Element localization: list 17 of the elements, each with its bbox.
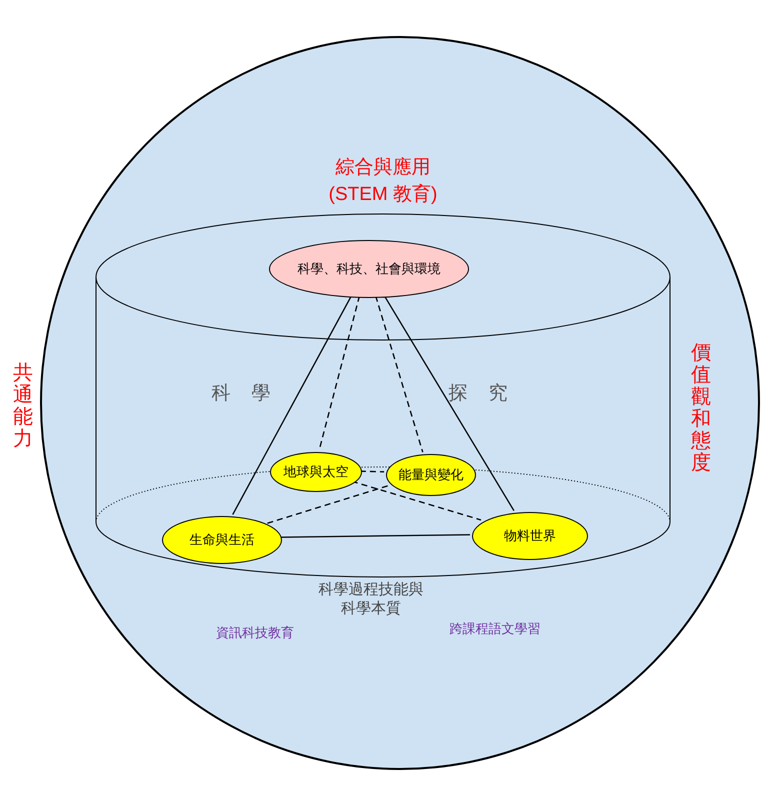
ellipse-node: 地球與太空 xyxy=(270,452,362,492)
bottom-label: 科學過程技能與科學本質 xyxy=(318,580,424,618)
ellipse-node: 物料世界 xyxy=(472,512,588,560)
connector-line xyxy=(280,534,470,538)
ellipse-node: 生命與生活 xyxy=(162,516,282,564)
ellipse-node: 能量與變化 xyxy=(386,454,476,496)
subject-label: 資訊科技教育 xyxy=(215,624,295,642)
connector-line xyxy=(360,470,384,472)
connector-line xyxy=(384,295,515,512)
heading-label: 綜合與應用 (STEM 教育) xyxy=(328,156,438,207)
connector-line xyxy=(375,296,424,452)
side-label: 共通能力 xyxy=(12,362,34,450)
side-label: 價值觀和態度 xyxy=(690,342,712,474)
connector-line xyxy=(232,295,352,515)
face-label: 科 學 xyxy=(210,382,280,406)
subject-label: 跨課程語文學習 xyxy=(448,620,542,638)
face-label: 探 究 xyxy=(447,382,517,406)
